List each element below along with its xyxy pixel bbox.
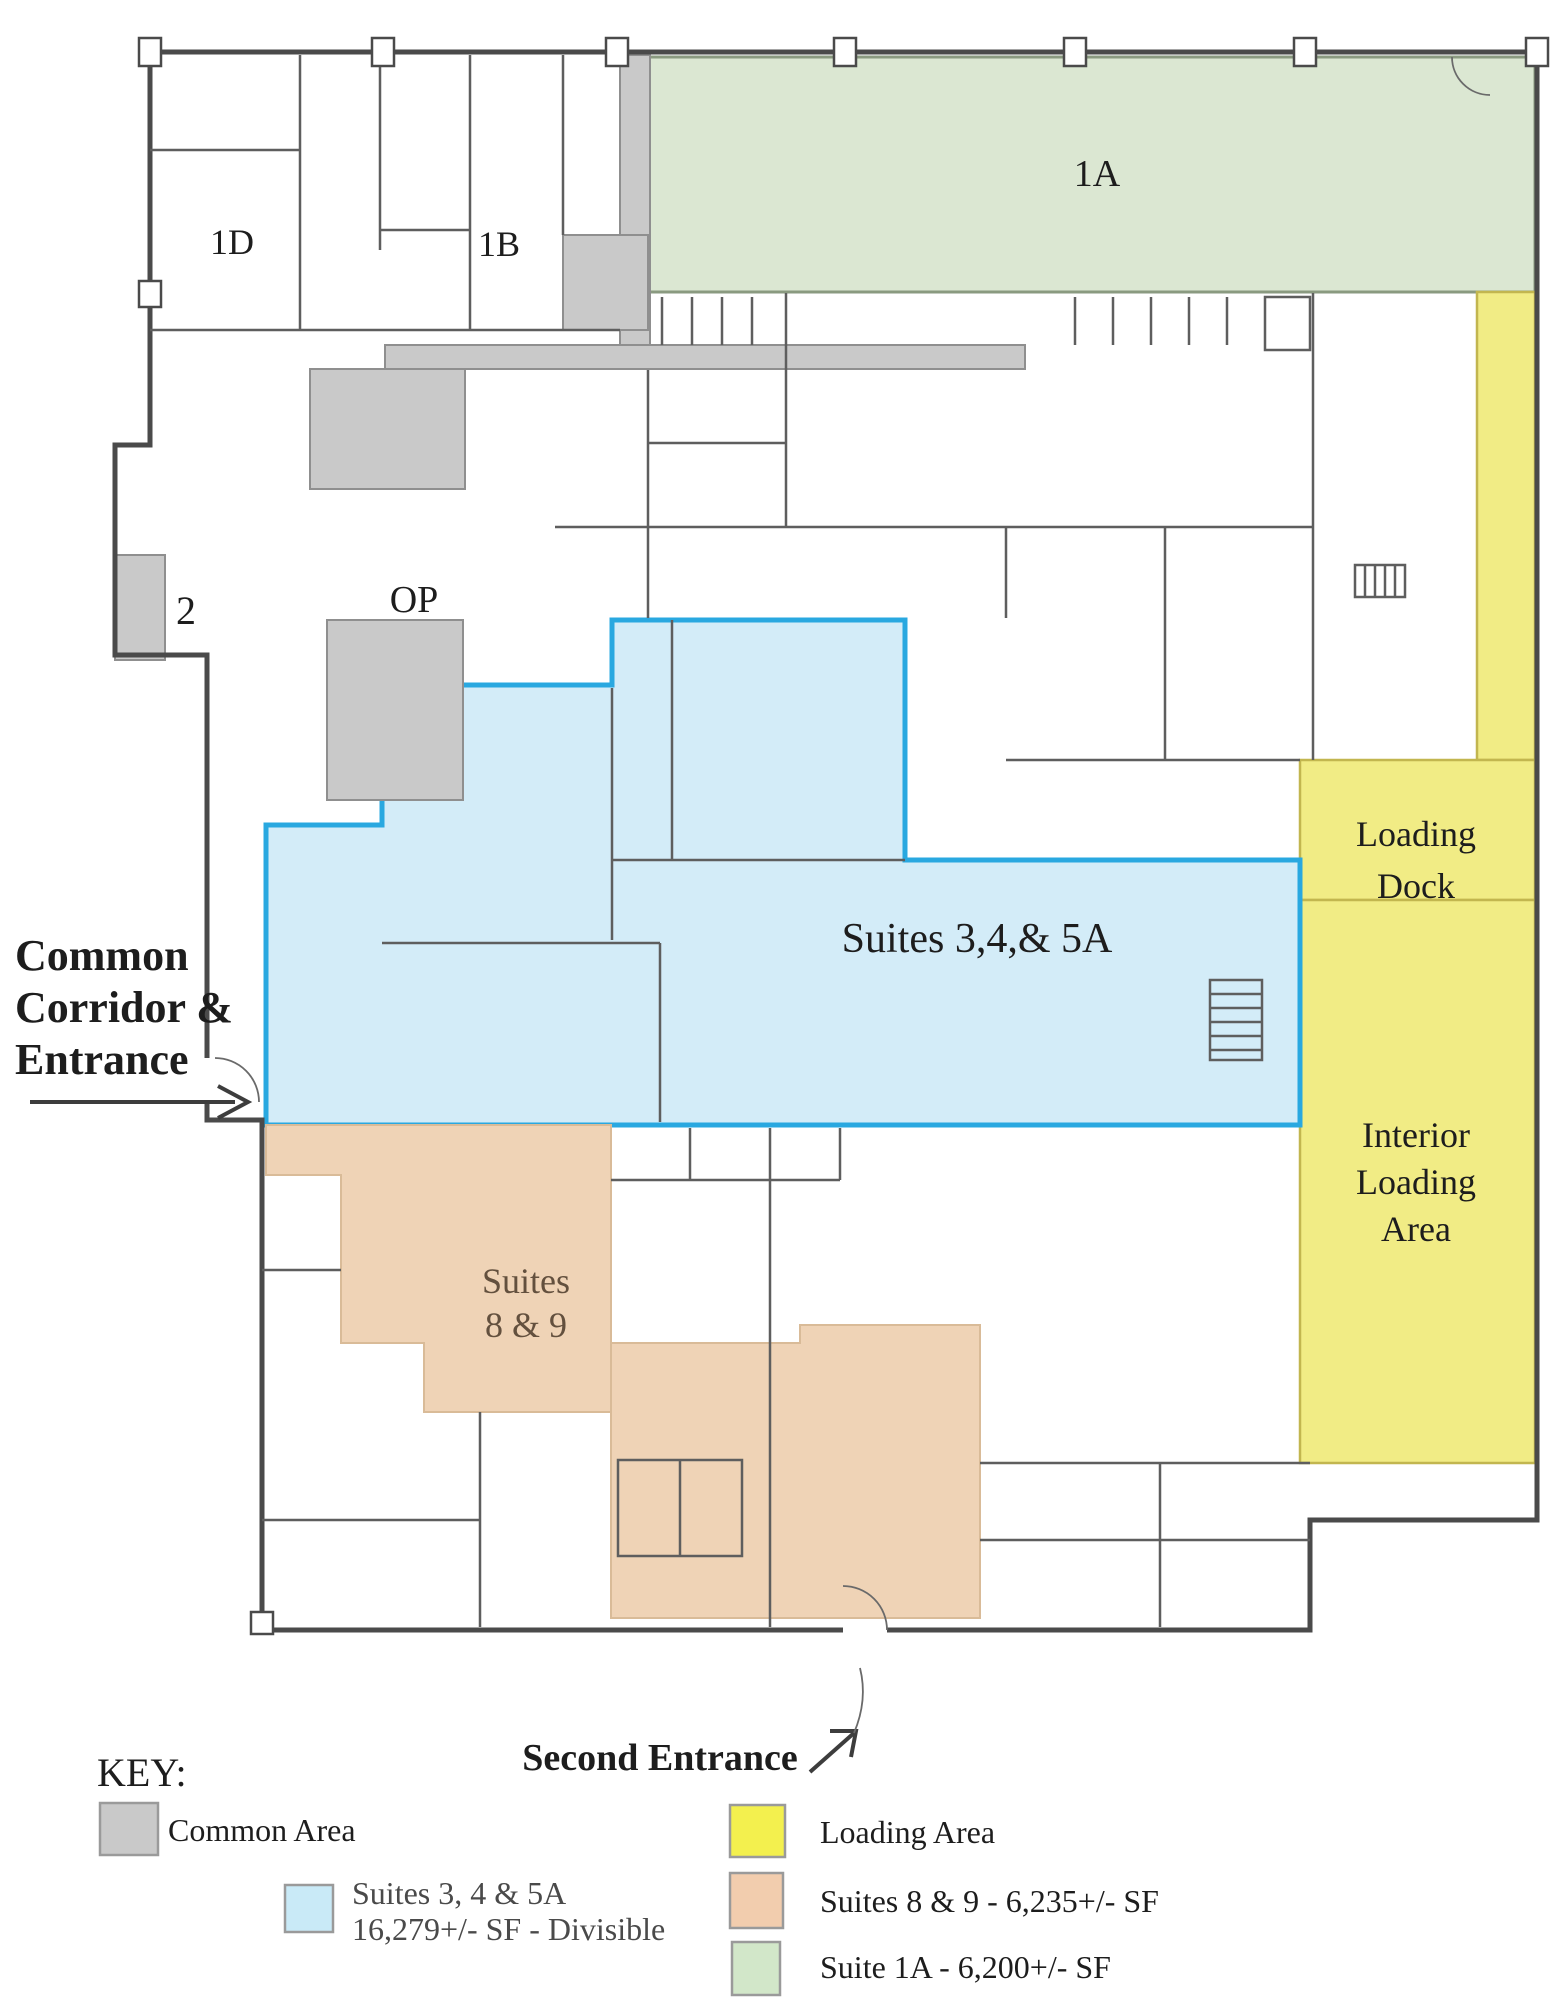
common-left-room (114, 554, 166, 661)
second-entrance-arrow (808, 1667, 864, 1774)
legend: KEY: Common Area Loading Area Suites 8 &… (97, 1750, 1159, 1997)
op-label: OP (390, 579, 439, 621)
common-corridor-label-2: Corridor & (15, 983, 233, 1032)
stairs-icon (1208, 978, 1264, 1062)
dock-stairs-icon (1353, 563, 1407, 599)
second-entrance-label: Second Entrance (522, 1737, 798, 1779)
legend-label-suites-89: Suites 8 & 9 - 6,235+/- SF (820, 1883, 1159, 1919)
second-entrance-door-arc (842, 1585, 888, 1631)
common-corridor-label-1: Common (15, 931, 189, 980)
common-area-regions (114, 54, 1026, 801)
interior-walls (150, 55, 1315, 1627)
suite-1a-region (646, 55, 1537, 294)
pillars (137, 36, 1550, 1636)
suites-345a-label: Suites 3,4,& 5A (842, 916, 1113, 962)
loading-dock-label-2: Dock (1377, 866, 1455, 906)
suites-89-region-right (610, 1324, 981, 1619)
suites-89-label-2: 8 & 9 (485, 1305, 567, 1345)
common-restroom-central (309, 368, 466, 490)
second-entrance-door-gap (843, 1622, 887, 1638)
common-corridor-band (384, 344, 1026, 370)
annotations: Common Corridor & Entrance Second Entran… (15, 931, 864, 1779)
suites-89-region-left (265, 1124, 612, 1413)
legend-label-suites-345a: Suites 3, 4 & 5A (352, 1875, 566, 1911)
suite-2-label: 2 (176, 588, 196, 633)
wall-ticks (660, 297, 1229, 345)
entrance-door-arc (214, 1057, 260, 1103)
loading-strip-region (1475, 290, 1537, 762)
legend-swatch-suites-89 (728, 1871, 785, 1930)
interior-loading-label-3: Area (1381, 1209, 1451, 1249)
plan-labels: 1D 1B 1A 2 OP Suites 3,4,& 5A Loading Do… (176, 153, 1476, 1345)
legend-heading: KEY: (97, 1750, 187, 1795)
loading-dock-label-1: Loading (1356, 814, 1476, 854)
suite-1a-door-arc (1451, 56, 1491, 96)
interior-loading-label-2: Loading (1356, 1162, 1476, 1202)
building-walls (112, 36, 1550, 1636)
legend-label-common-area: Common Area (168, 1812, 356, 1848)
legend-swatch-loading-area (728, 1803, 787, 1859)
common-restroom-lower (326, 619, 464, 801)
outer-wall (112, 49, 1540, 1633)
colored-regions (263, 55, 1537, 1619)
loading-dock-region (1298, 758, 1537, 902)
legend-swatch-suites-345a (283, 1883, 335, 1934)
restrooms-icon (616, 1458, 744, 1558)
suites-89-label-1: Suites (482, 1261, 570, 1301)
legend-label-suite-1a: Suite 1A - 6,200+/- SF (820, 1949, 1111, 1985)
legend-swatch-common-area (98, 1801, 160, 1857)
common-restroom-1b (562, 234, 649, 331)
entrance-door-gap (199, 1058, 215, 1104)
legend-label-suites-345a-sf: 16,279+/- SF - Divisible (352, 1911, 665, 1947)
suite-1d-label: 1D (210, 222, 254, 262)
legend-label-loading-area: Loading Area (820, 1814, 995, 1850)
legend-swatch-suite-1a (730, 1940, 782, 1997)
suite-1b-label: 1B (478, 224, 520, 264)
common-corridor-arrow (30, 1084, 253, 1120)
suite-1a-label: 1A (1074, 153, 1121, 195)
interior-loading-region (1298, 898, 1537, 1465)
interior-loading-label-1: Interior (1362, 1115, 1470, 1155)
common-corridor-label-3: Entrance (15, 1035, 189, 1084)
plan-details (199, 56, 1491, 1638)
